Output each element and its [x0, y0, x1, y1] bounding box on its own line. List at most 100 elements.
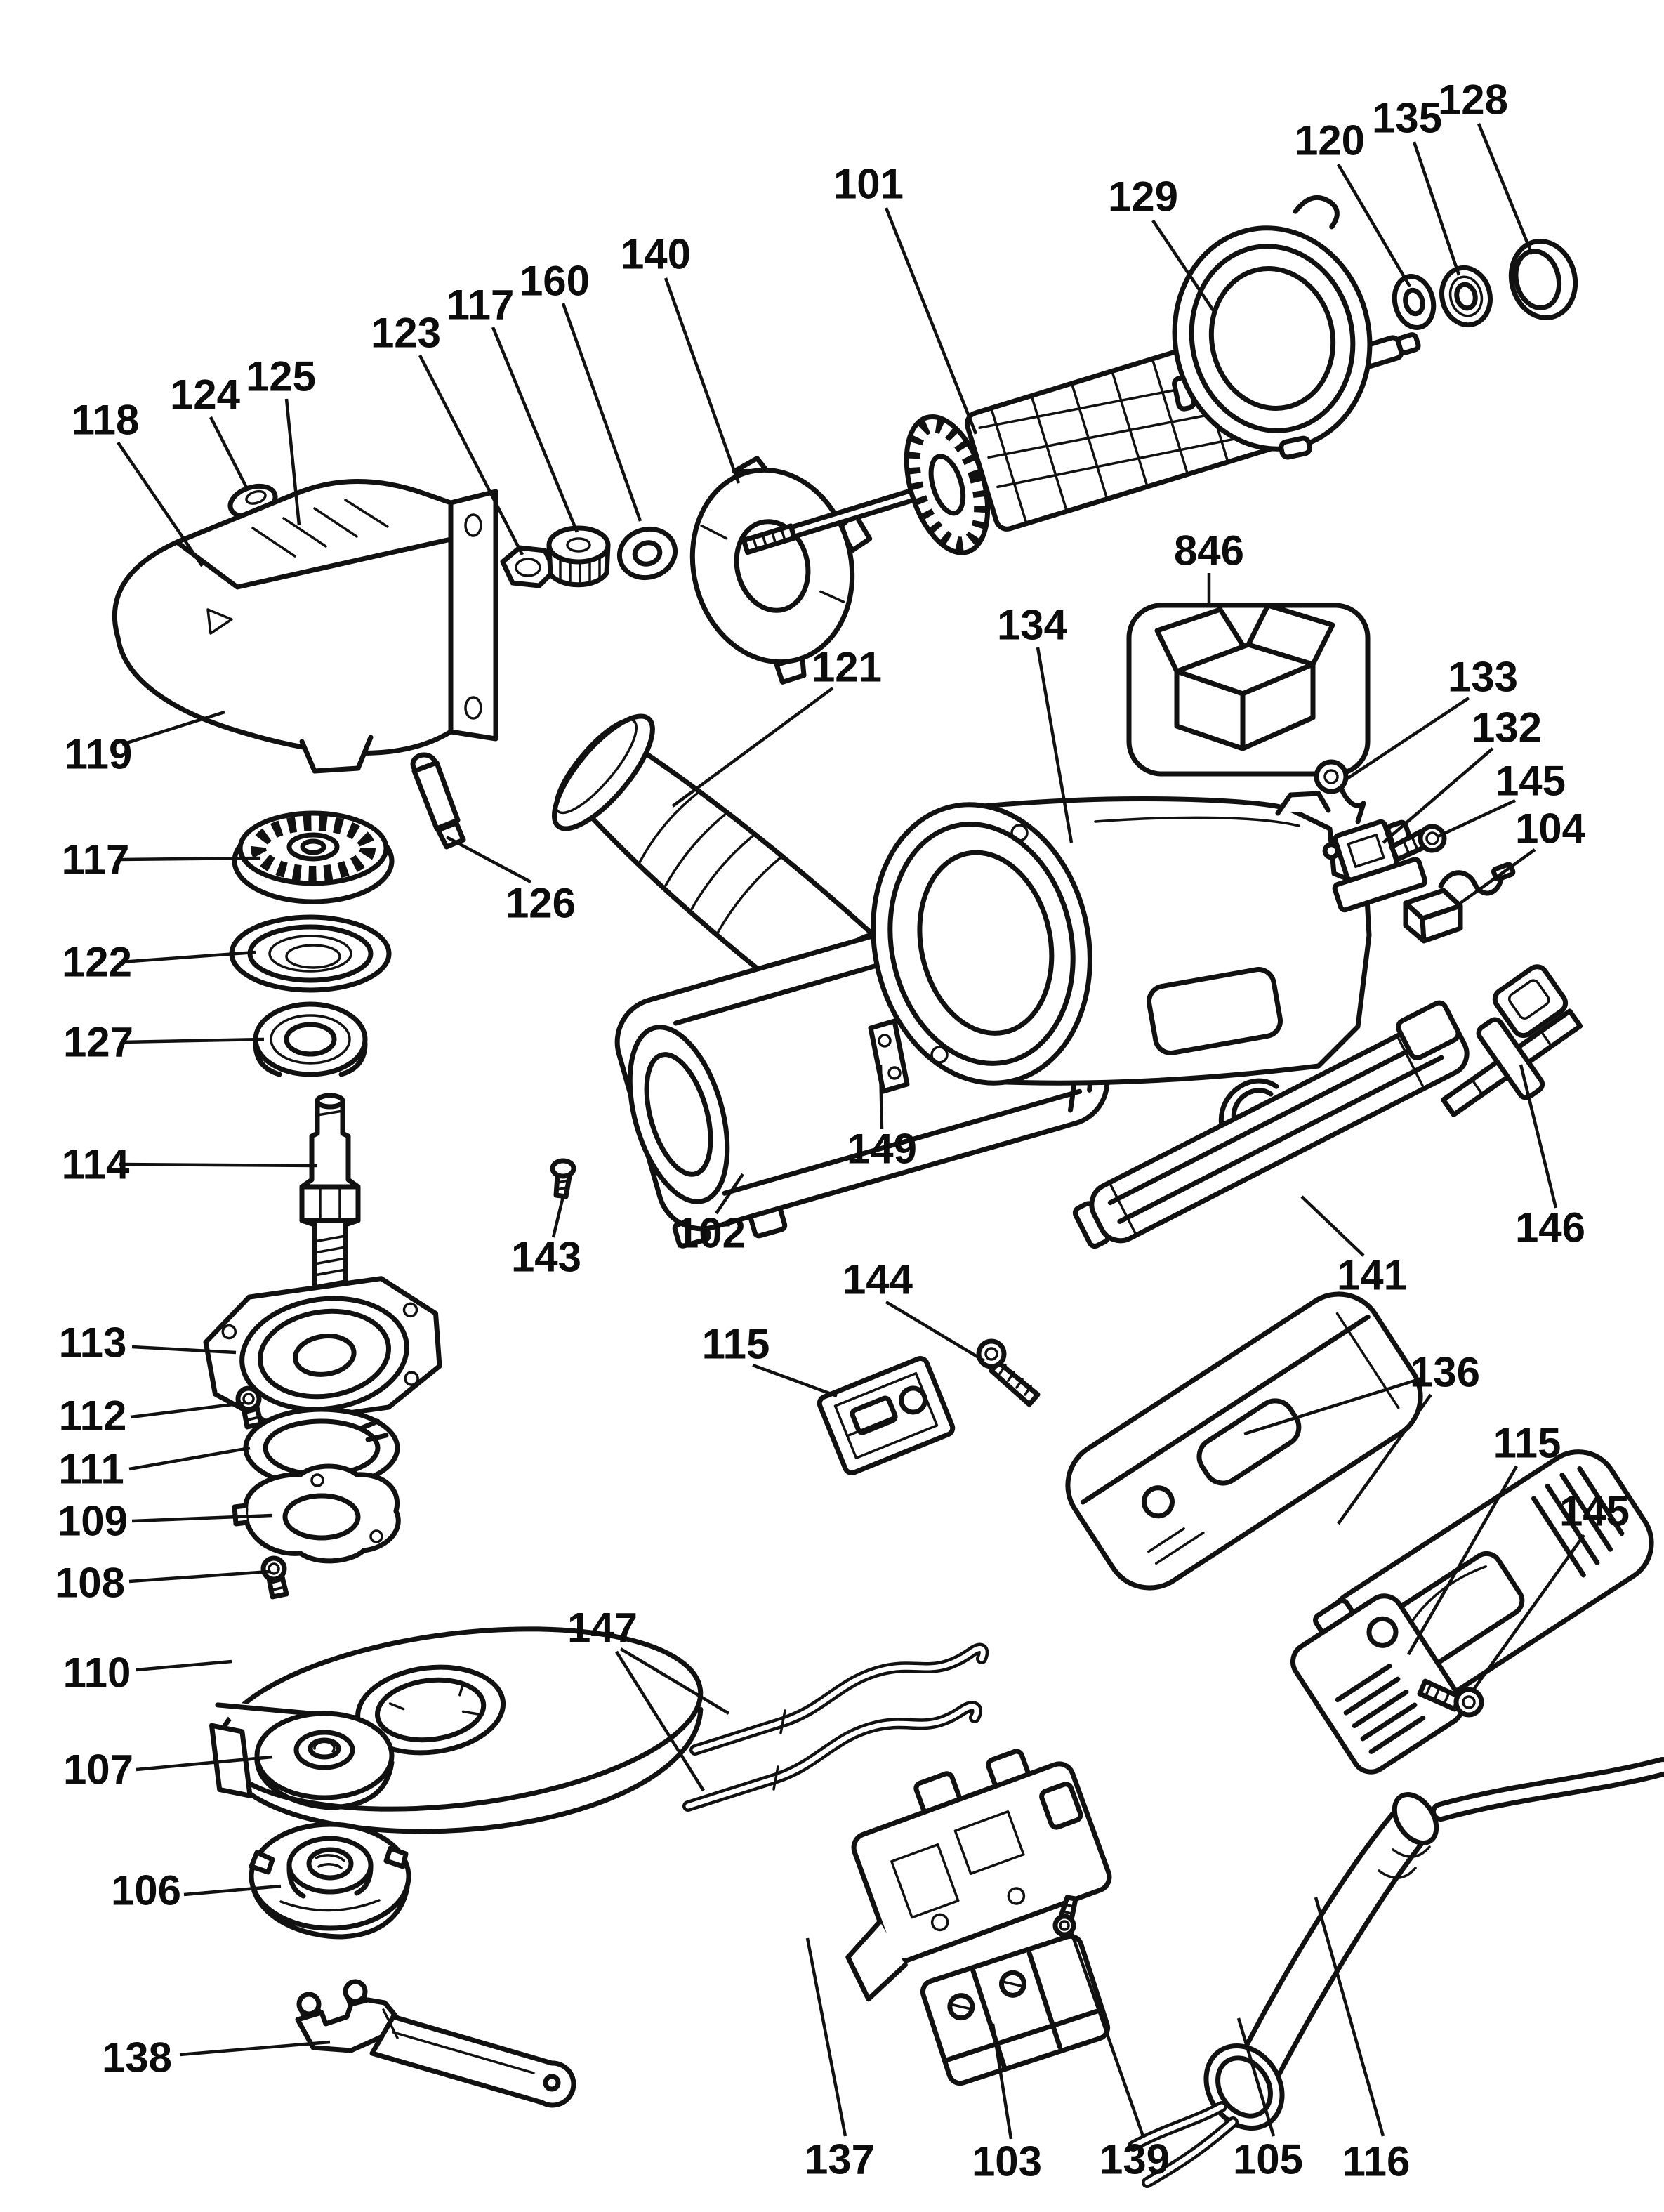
- part-138-wrench-drawing: [295, 1979, 576, 2108]
- leader-line-110: [136, 1659, 232, 1672]
- part-label-139: 139: [1100, 2136, 1170, 2183]
- part-140-clutch-plate-drawing: [689, 456, 873, 685]
- leader-line-116: [1314, 1897, 1385, 2137]
- part-label-109: 109: [58, 1498, 128, 1545]
- leader-line-103: [991, 2023, 1013, 2140]
- part-label-129: 129: [1108, 173, 1178, 220]
- part-126-pin-drawing: [410, 752, 466, 850]
- part-label-143: 143: [511, 1234, 581, 1281]
- part-127-bearing-drawing: [253, 1001, 368, 1077]
- leader-line-112: [130, 1401, 245, 1419]
- part-label-127: 127: [63, 1019, 133, 1066]
- leader-line-126: [445, 836, 532, 883]
- part-label-115b: 115: [1493, 1420, 1561, 1467]
- part-label-145b: 145: [1559, 1488, 1630, 1535]
- part-label-102: 102: [675, 1210, 746, 1257]
- part-label-128: 128: [1438, 77, 1508, 124]
- leader-line-122: [120, 950, 256, 964]
- part-label-125: 125: [246, 353, 316, 400]
- leader-line-147: [619, 1647, 730, 1715]
- leader-line-140: [663, 277, 741, 484]
- part-label-149: 149: [847, 1126, 917, 1173]
- part-123-nut-drawing: [500, 545, 557, 588]
- leader-line-120: [1337, 163, 1411, 288]
- leader-line-143: [551, 1196, 565, 1238]
- leader-line-139: [1069, 1932, 1145, 2137]
- part-105-cord-protector-drawing: [1128, 1792, 1439, 2188]
- part-label-117b: 117: [62, 836, 130, 883]
- leader-line-109: [131, 1513, 273, 1523]
- leader-line-141: [1300, 1195, 1365, 1257]
- parts-artwork-layer: [112, 195, 1664, 2188]
- leader-line-127: [121, 1037, 265, 1044]
- leader-line-101: [884, 207, 978, 435]
- leader-line-125: [284, 398, 301, 526]
- part-label-121: 121: [812, 644, 882, 691]
- part-label-137: 137: [805, 2136, 875, 2183]
- leader-line-124: [209, 416, 249, 490]
- part-144-screw-drawing: [976, 1338, 1041, 1407]
- leader-line-104: [1449, 848, 1536, 911]
- part-label-115a: 115: [702, 1321, 770, 1368]
- part-117-bevel-gear-drawing: [232, 810, 395, 904]
- part-label-126: 126: [506, 880, 576, 927]
- part-label-112: 112: [59, 1393, 127, 1440]
- part-141-slider-drawing: [1072, 1000, 1470, 1249]
- leader-line-106: [183, 1884, 282, 1897]
- leader-line-137: [805, 1937, 847, 2137]
- leader-line-136: [1337, 1393, 1432, 1525]
- leader-line-134: [1036, 647, 1074, 843]
- leader-line-123: [418, 354, 524, 556]
- part-103-terminal-block-drawing: [920, 1933, 1111, 2086]
- leader-line-145a: [1436, 798, 1516, 839]
- part-107-flange-drawing: [254, 1711, 395, 1810]
- leader-line-102: [715, 1173, 744, 1215]
- leader-line-128: [1477, 123, 1534, 255]
- leader-line-115a: [752, 1363, 838, 1398]
- part-160-bearing-drawing: [616, 527, 678, 580]
- part-label-122: 122: [62, 939, 132, 986]
- part-145-screw-upper-drawing: [1389, 824, 1447, 862]
- part-109-cam-plate-drawing: [232, 1463, 401, 1564]
- part-116-cord-drawing: [1431, 1757, 1664, 1822]
- part-104-carbon-brush-drawing: [1403, 862, 1516, 944]
- leader-line-146: [1519, 1064, 1558, 1209]
- part-label-146: 146: [1515, 1204, 1585, 1251]
- part-122-washer-drawing: [229, 914, 392, 993]
- part-139-screw-drawing: [1052, 1895, 1078, 1937]
- part-106-clamp-nut-drawing: [249, 1822, 411, 1940]
- part-129-gear-case-drawing: [1172, 195, 1373, 460]
- leader-line-105: [1236, 2017, 1276, 2137]
- leader-line-119: [121, 710, 225, 746]
- part-label-123: 123: [371, 310, 441, 357]
- part-label-114: 114: [62, 1141, 130, 1188]
- leader-line-108: [128, 1569, 270, 1584]
- part-128-ring-drawing: [1508, 239, 1578, 320]
- leader-line-136: [1243, 1376, 1425, 1436]
- leader-line-111: [128, 1446, 251, 1471]
- part-label-135: 135: [1372, 95, 1442, 142]
- leader-line-113: [131, 1345, 237, 1355]
- part-108-screw-drawing: [260, 1555, 289, 1600]
- part-label-119: 119: [65, 731, 133, 778]
- part-label-147: 147: [567, 1605, 638, 1652]
- part-label-108: 108: [55, 1560, 125, 1607]
- part-label-144: 144: [843, 1256, 913, 1303]
- part-label-138: 138: [102, 2034, 172, 2081]
- part-119-gear-housing-drawing: [112, 479, 498, 774]
- part-145-screw-lower-drawing: [1417, 1678, 1484, 1718]
- part-label-120: 120: [1295, 117, 1365, 164]
- part-label-124: 124: [170, 371, 241, 419]
- part-137-switch-drawing: [845, 1749, 1112, 2002]
- leader-line-147: [615, 1650, 705, 1792]
- part-label-118: 118: [72, 397, 140, 444]
- part-label-134: 134: [997, 602, 1068, 649]
- part-label-106: 106: [111, 1867, 181, 1914]
- leader-line-129: [1151, 219, 1216, 314]
- part-label-160: 160: [520, 258, 590, 305]
- part-label-110: 110: [63, 1650, 131, 1697]
- leader-line-138: [179, 2040, 331, 2057]
- leader-line-118: [117, 441, 204, 567]
- part-112-screw-drawing: [235, 1385, 264, 1430]
